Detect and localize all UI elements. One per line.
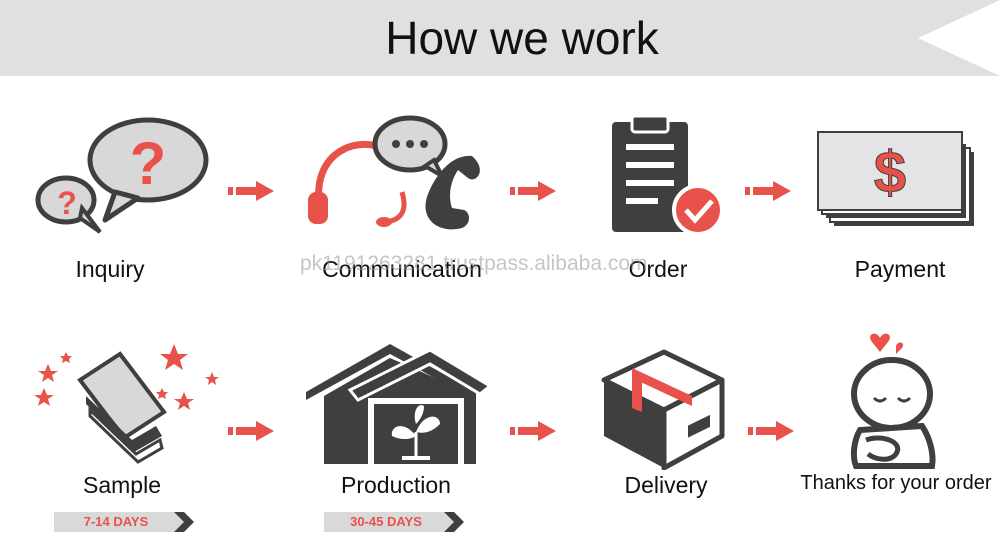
question-bubbles-icon: ? ? xyxy=(35,117,209,234)
arrow-icon xyxy=(745,181,791,201)
badge-shape xyxy=(54,512,194,532)
step-sample: Sample 7-14 DAYS xyxy=(24,340,224,532)
step-order: Order xyxy=(560,112,760,282)
arrow-icon xyxy=(228,181,274,201)
step-inquiry: ? ? Inquiry xyxy=(20,112,220,282)
package-box-icon xyxy=(601,349,725,470)
step-label-production: Production xyxy=(341,472,451,498)
svg-text:?: ? xyxy=(130,130,167,197)
step-label-delivery: Delivery xyxy=(624,472,708,498)
arrow-icon xyxy=(510,421,556,441)
step-thanks: Thanks for your order xyxy=(796,330,996,530)
arrow-icon xyxy=(510,181,556,201)
step-payment: $ Payment xyxy=(800,112,1000,282)
step-label-communication: Communication xyxy=(322,256,482,282)
money-stack-icon: $ xyxy=(817,131,974,226)
watermark-text: pk1191263281.trustpass.alibaba.com xyxy=(300,252,648,275)
title-banner: How we work xyxy=(0,0,1000,76)
duration-badge-sample: 7-14 DAYS xyxy=(54,512,194,532)
step-label-inquiry: Inquiry xyxy=(75,256,145,282)
book-stars-icon xyxy=(34,344,219,464)
step-label-thanks: Thanks for your order xyxy=(800,472,992,494)
step-communication: Communication xyxy=(300,112,500,282)
step-production: Production 30-45 DAYS xyxy=(300,340,500,532)
grateful-character-icon xyxy=(850,333,936,469)
banner-shape xyxy=(0,0,1000,76)
headset-phone-icon xyxy=(308,115,480,230)
step-label-payment: Payment xyxy=(854,256,946,282)
page-title: How we work xyxy=(385,12,659,64)
arrow-icon xyxy=(228,421,274,441)
badge-text-sample: 7-14 DAYS xyxy=(83,514,149,529)
svg-text:$: $ xyxy=(874,140,906,205)
step-label-order: Order xyxy=(628,256,688,282)
house-plant-icon xyxy=(306,344,493,464)
step-delivery: Delivery xyxy=(560,340,760,530)
step-label-sample: Sample xyxy=(83,472,161,498)
badge-text-production: 30-45 DAYS xyxy=(350,514,422,529)
duration-badge-production: 30-45 DAYS xyxy=(324,512,464,532)
badge-shape xyxy=(324,512,464,532)
arrow-icon xyxy=(748,421,794,441)
clipboard-check-icon xyxy=(612,114,724,236)
svg-text:?: ? xyxy=(57,185,77,221)
